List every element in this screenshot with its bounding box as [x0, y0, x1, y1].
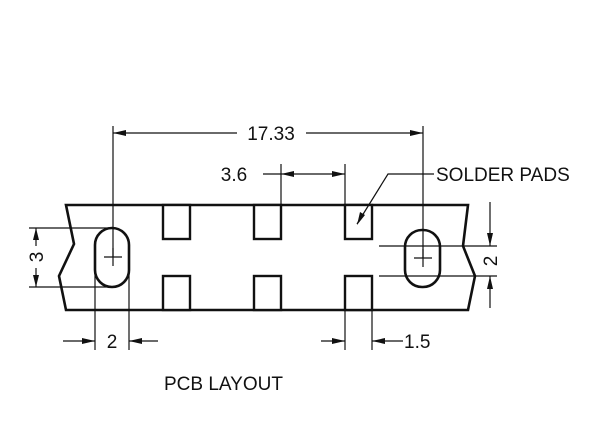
dimension-label: 2 [481, 256, 502, 267]
dimension-slot-width: 2 [63, 262, 158, 353]
dimension-pad-pitch: 3.6 [221, 164, 346, 205]
solder-pads-label: SOLDER PADS [436, 165, 570, 186]
board-outline [57, 203, 477, 312]
solder-pads [161, 203, 374, 312]
dimension-label: 3 [27, 252, 48, 263]
drawing-title: PCB LAYOUT [164, 374, 283, 395]
dimension-label: 2 [107, 332, 118, 353]
dimension-label: 17.33 [247, 124, 295, 145]
dimension-pad-gap: 2 [379, 202, 502, 308]
dimension-label: 1.5 [404, 332, 430, 353]
dimension-pad-width: 1.5 [321, 310, 430, 353]
dimension-label: 3.6 [221, 165, 247, 186]
dimension-slot-spacing: 17.33 [112, 124, 424, 258]
dimension-slot-height: 3 [27, 227, 112, 288]
solder-pads-callout: SOLDER PADS [356, 165, 570, 225]
